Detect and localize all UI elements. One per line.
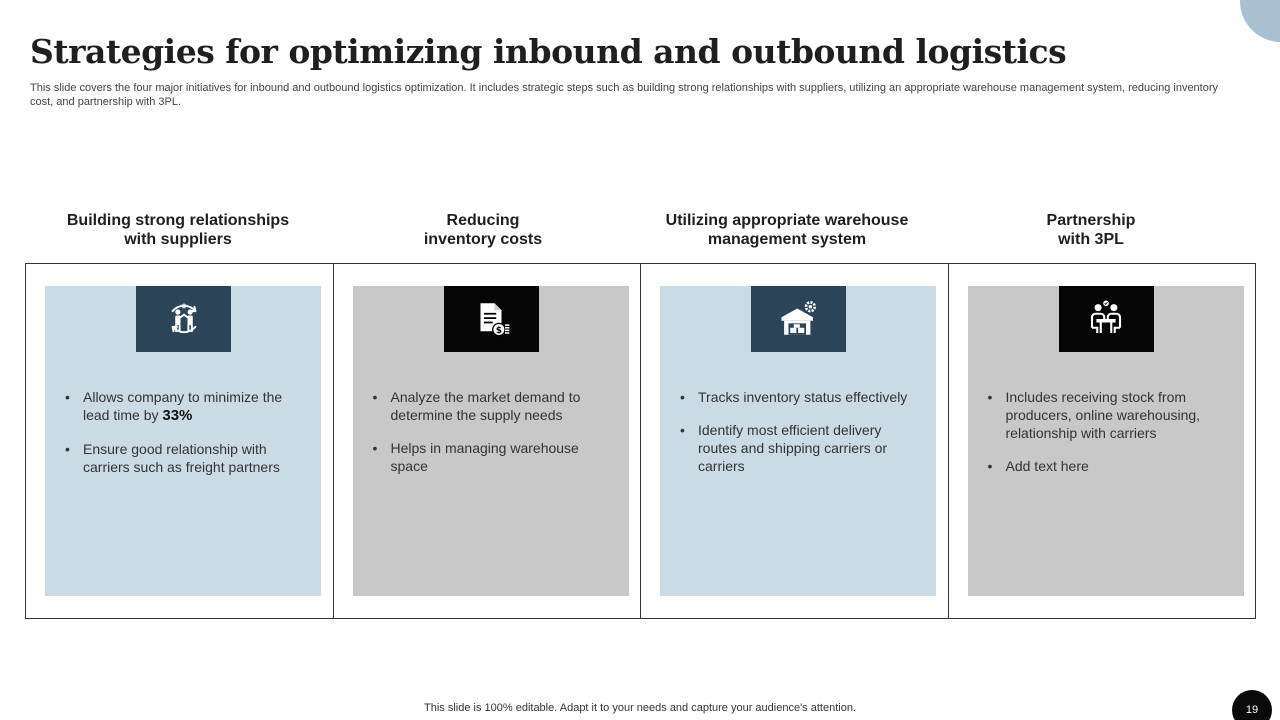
list-item: Ensure good relationship with carriers s…: [65, 440, 301, 476]
strategy-cell-suppliers: Allows company to minimize the lead time…: [26, 264, 334, 618]
bullet-list: Tracks inventory status effectively Iden…: [680, 388, 916, 490]
column-header-warehouse: Utilizing appropriate warehouse manageme…: [665, 212, 909, 248]
bullet-list: Analyze the market demand to determine t…: [373, 388, 609, 490]
corner-decoration-circle: [1240, 0, 1280, 42]
column-headers: Building strong relationships with suppl…: [25, 211, 1256, 255]
column-header-inventory: Reducing inventory costs: [423, 212, 543, 248]
bullet-list: Allows company to minimize the lead time…: [65, 388, 301, 491]
list-item: Helps in managing warehouse space: [373, 439, 609, 475]
strategy-card-warehouse: Tracks inventory status effectively Iden…: [660, 286, 936, 596]
strategy-cell-warehouse: Tracks inventory status effectively Iden…: [641, 264, 949, 618]
list-item: Allows company to minimize the lead time…: [65, 388, 301, 425]
page-number-badge: 19: [1232, 690, 1272, 720]
meeting-table-icon: [1058, 286, 1154, 352]
list-item: Tracks inventory status effectively: [680, 388, 916, 406]
handshake-cycle-icon: [136, 286, 231, 352]
list-item: Add text here: [988, 457, 1224, 475]
strategy-card-suppliers: Allows company to minimize the lead time…: [45, 286, 321, 596]
footer-note: This slide is 100% editable. Adapt it to…: [424, 702, 856, 714]
strategy-card-inventory: $ Analyze the market demand to determine…: [352, 286, 629, 596]
list-item: Analyze the market demand to determine t…: [373, 388, 609, 424]
strategy-card-3pl: Includes receiving stock from producers,…: [967, 286, 1244, 596]
page-title: Strategies for optimizing inbound and ou…: [30, 32, 1067, 71]
page-subtitle: This slide covers the four major initiat…: [30, 82, 1219, 108]
strategy-grid: Allows company to minimize the lead time…: [25, 263, 1256, 619]
warehouse-gear-icon: [751, 286, 846, 352]
strategy-cell-3pl: Includes receiving stock from producers,…: [949, 264, 1256, 618]
column-header-suppliers: Building strong relationships with suppl…: [66, 212, 290, 248]
svg-text:$: $: [496, 326, 502, 336]
bullet-list: Includes receiving stock from producers,…: [988, 388, 1224, 490]
highlight-value: 33%: [162, 407, 193, 424]
strategy-cell-inventory: $ Analyze the market demand to determine…: [334, 264, 641, 618]
document-dollar-icon: $: [443, 286, 539, 352]
list-item: Identify most efficient delivery routes …: [680, 421, 916, 475]
list-item: Includes receiving stock from producers,…: [988, 388, 1224, 442]
column-header-3pl: Partnership with 3PL: [1046, 212, 1136, 248]
